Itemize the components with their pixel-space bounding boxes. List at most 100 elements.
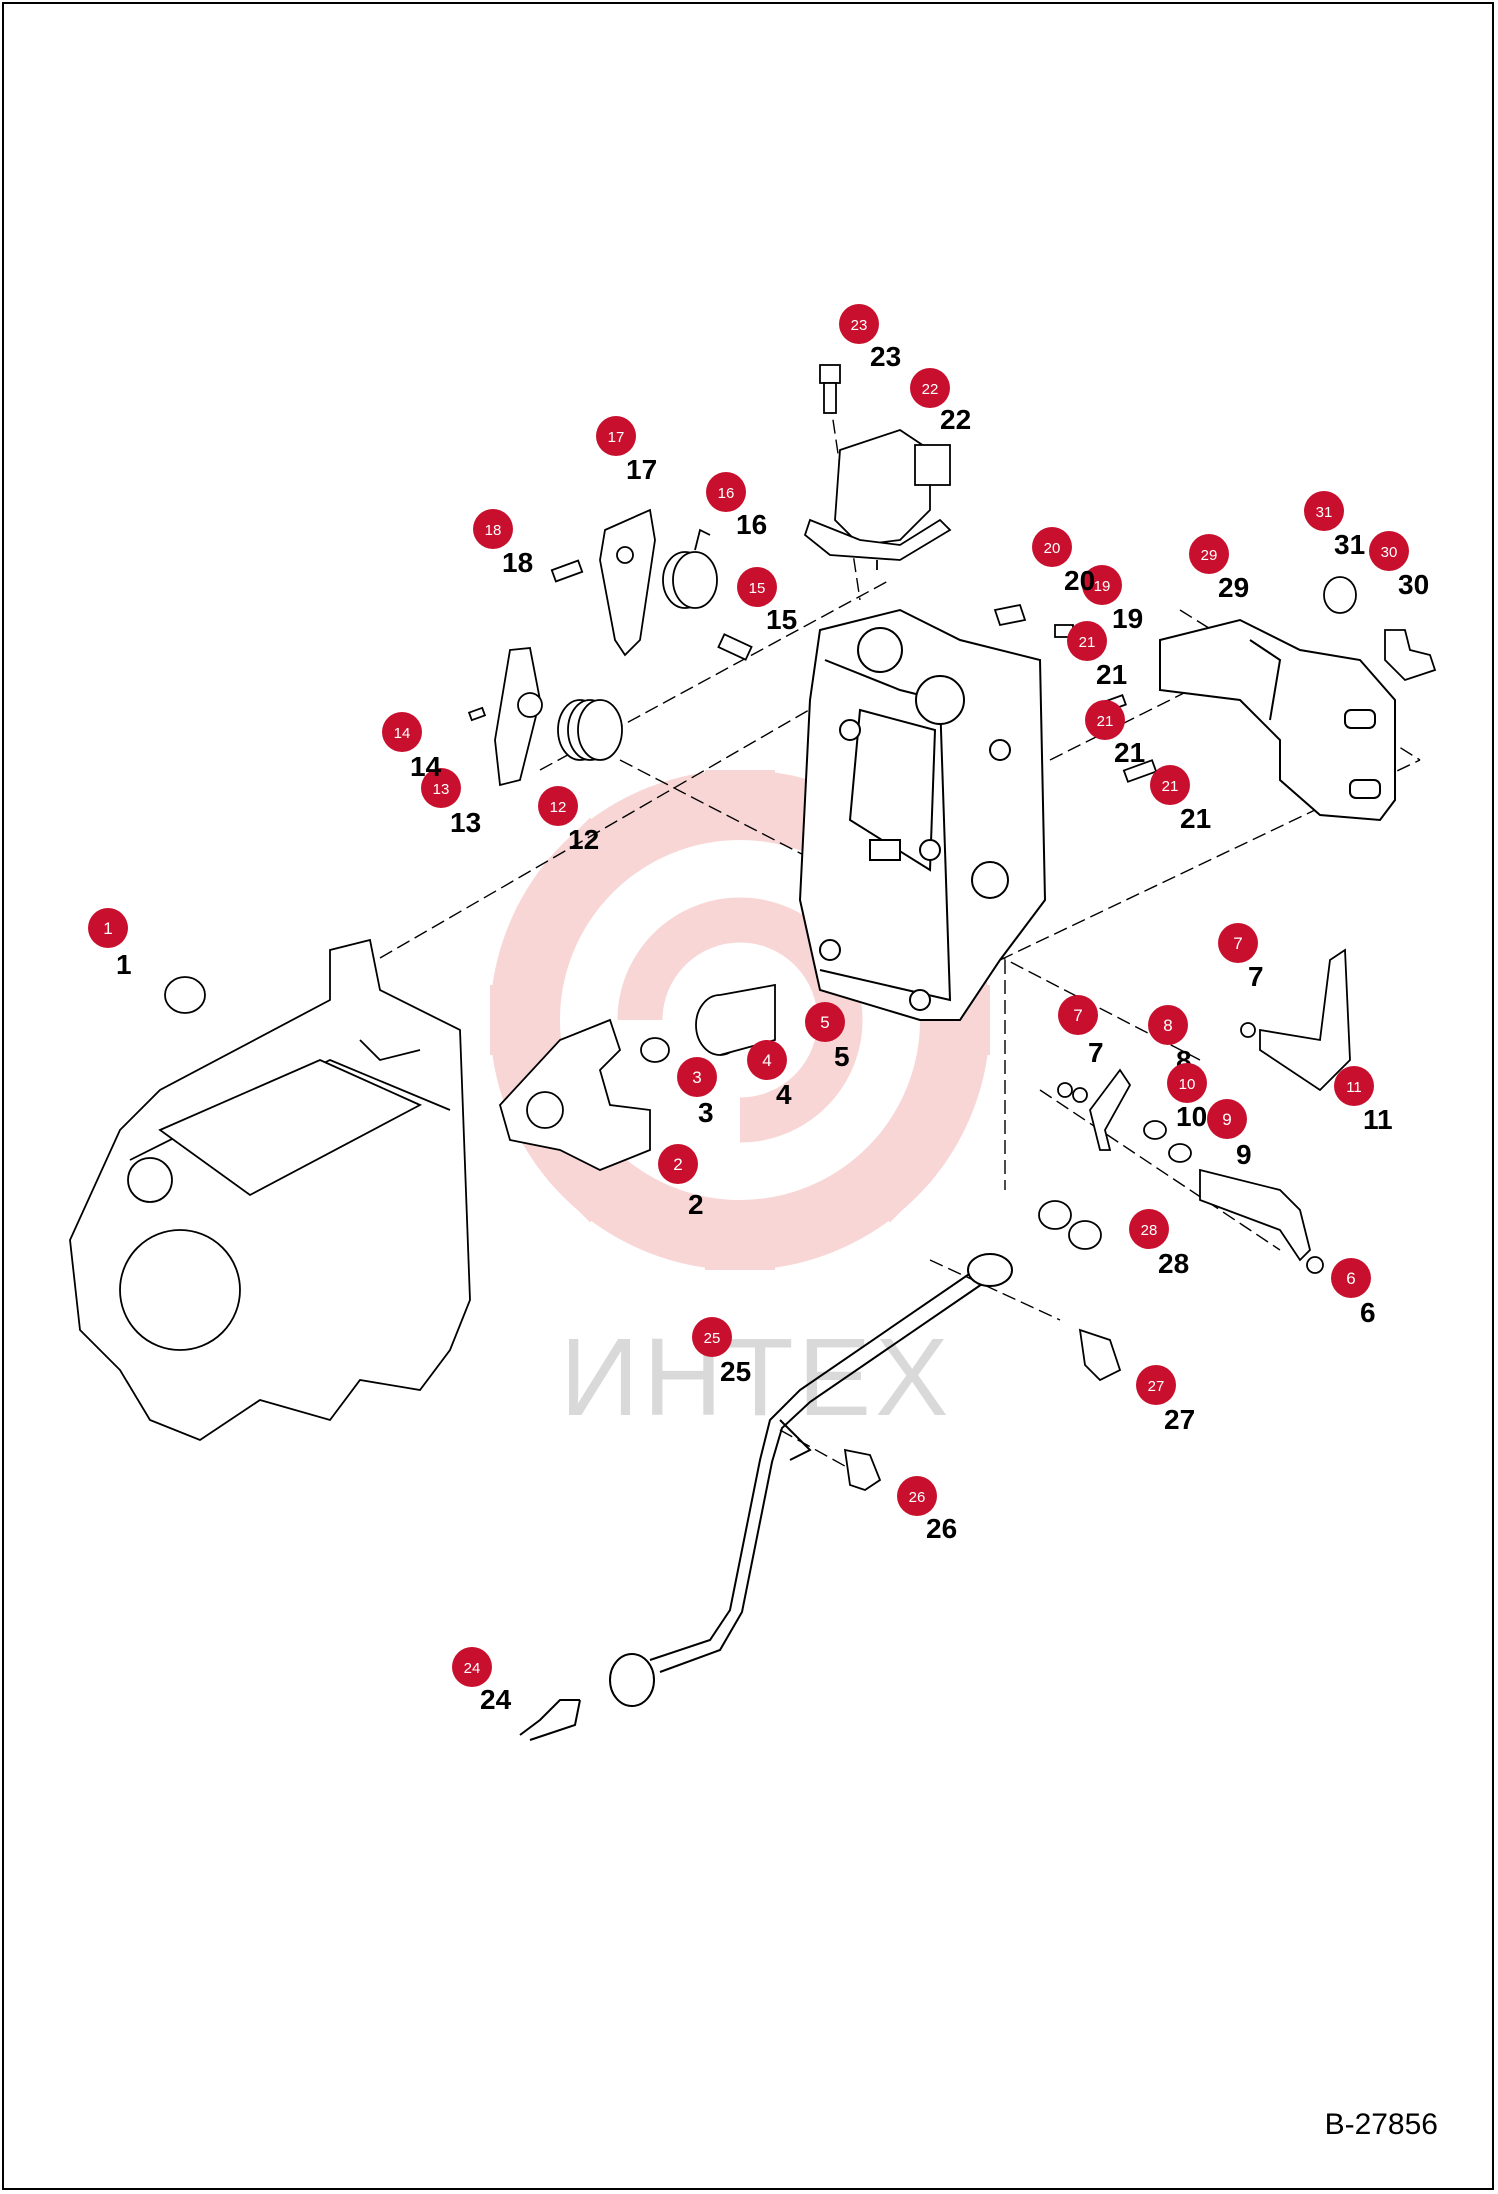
callout-badge-circle <box>421 768 461 808</box>
callout-badge-number: 23 <box>851 317 868 334</box>
callout-badge-number: 14 <box>394 725 411 742</box>
callout-badge-number: 29 <box>1201 547 1218 564</box>
callout-badge-number: 28 <box>1141 1222 1158 1239</box>
part-number-label: 23 <box>870 341 901 372</box>
callout-badge-circle <box>1218 923 1258 963</box>
part-number-label: 16 <box>736 509 767 540</box>
callout-badge-number: 17 <box>608 429 625 446</box>
callout-badge-circle <box>839 304 879 344</box>
part-number-label: 30 <box>1398 569 1429 600</box>
part-number-label: 2 <box>688 1189 704 1220</box>
callout-badge-circle <box>1304 491 1344 531</box>
part-number-label: 7 <box>1248 961 1264 992</box>
callout-4: 44 <box>747 1040 792 1110</box>
callout-badge-number: 25 <box>704 1330 721 1347</box>
callout-badge-circle <box>692 1317 732 1357</box>
callout-badge-number: 19 <box>1094 578 1111 595</box>
callout-badge-number: 15 <box>749 580 766 597</box>
callout-badge-circle <box>1148 1005 1188 1045</box>
part-number-label: 21 <box>1180 803 1211 834</box>
part-number-label: 29 <box>1218 572 1249 603</box>
callout-6: 66 <box>1331 1258 1376 1328</box>
callout-badge-circle <box>1032 527 1072 567</box>
callout-badge-number: 21 <box>1097 713 1114 730</box>
callout-2: 22 <box>658 1144 704 1220</box>
callout-badge-circle <box>737 567 777 607</box>
callout-badge-number: 21 <box>1162 778 1179 795</box>
callout-badge-circle <box>910 368 950 408</box>
watermark-text: ИНТЕХ <box>560 1316 952 1439</box>
callout-badge-number: 7 <box>1233 934 1242 953</box>
callout-badge-number: 22 <box>922 381 939 398</box>
callout-badge-number: 27 <box>1148 1378 1165 1395</box>
callout-5: 55 <box>805 1002 850 1072</box>
part-number-label: 17 <box>626 454 657 485</box>
callout-badge-number: 12 <box>550 799 567 816</box>
part-number-label: 25 <box>720 1356 751 1387</box>
callout-badge-number: 30 <box>1381 544 1398 561</box>
part-number-label: 18 <box>502 547 533 578</box>
callout-badge-circle <box>1129 1209 1169 1249</box>
callout-badge-circle <box>1136 1365 1176 1405</box>
callout-3: 33 <box>677 1057 717 1128</box>
callout-badge-circle <box>1331 1258 1371 1298</box>
callout-9: 99 <box>1207 1099 1252 1170</box>
callout-badge-number: 6 <box>1346 1269 1355 1288</box>
callout-badge-circle <box>1085 700 1125 740</box>
callout-badge-circle <box>1058 995 1098 1035</box>
part-number-label: 11 <box>1363 1104 1393 1135</box>
part-number-label: 4 <box>776 1079 792 1110</box>
part-number-label: 19 <box>1112 603 1143 634</box>
part-number-label: 6 <box>1360 1297 1376 1328</box>
part-number-label: 22 <box>940 404 971 435</box>
callout-7: 77 <box>1218 923 1264 992</box>
callout-badge-number: 3 <box>692 1068 701 1087</box>
callout-badge-circle <box>88 908 128 948</box>
callout-badge-number: 2 <box>673 1155 682 1174</box>
part-number-label: 1 <box>116 949 132 980</box>
part-number-label: 15 <box>766 604 797 635</box>
part-number-label: 12 <box>568 824 599 855</box>
callout-badge-number: 5 <box>820 1013 829 1032</box>
callout-badge-circle <box>805 1002 845 1042</box>
part-number-label: 13 <box>450 807 481 838</box>
injection-pipe <box>519 1253 1013 1741</box>
callout-badge-number: 4 <box>762 1051 771 1070</box>
callout-badge-circle <box>1207 1099 1247 1139</box>
callout-badge-circle <box>1167 1063 1207 1103</box>
small-parts <box>164 364 1437 1491</box>
part-number-label: 28 <box>1158 1248 1189 1279</box>
callout-badge-circle <box>452 1647 492 1687</box>
callout-badge-circle <box>473 509 513 549</box>
callout-badge-number: 31 <box>1316 504 1333 521</box>
callout-badge-circle <box>1067 621 1107 661</box>
callout-badge-circle <box>1334 1066 1374 1106</box>
callout-badge-circle <box>596 416 636 456</box>
callout-badge-number: 10 <box>1179 1076 1196 1093</box>
callout-badge-number: 26 <box>909 1489 926 1506</box>
mounting-bracket <box>1159 618 1396 822</box>
callout-badge-number: 18 <box>485 522 502 539</box>
callout-badge-circle <box>677 1057 717 1097</box>
